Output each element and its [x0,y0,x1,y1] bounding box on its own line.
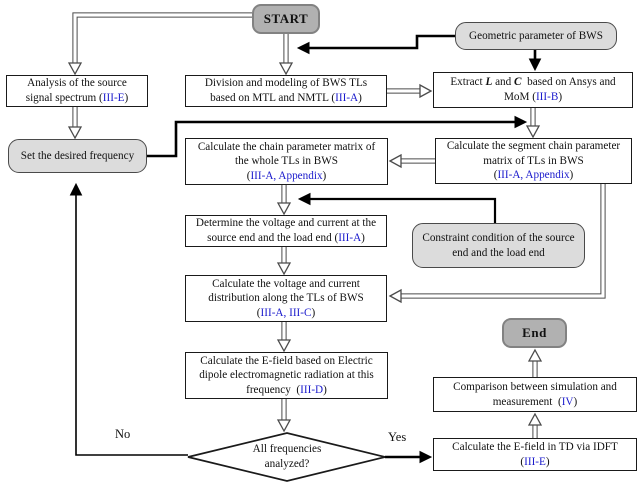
idft-text: ( [520,455,525,468]
division-text: ) [358,92,362,104]
comparison-text: measurement ( [492,395,562,408]
geometric-node: Geometric parameter of BWS [455,22,617,50]
segment-text: matrix of TLs in BWS [483,154,584,167]
extract-text: and [492,76,515,89]
decision-diamond [187,432,386,482]
chain-text: III-A, Appendix [250,169,323,182]
chain-text: Calculate the chain parameter matrix of [197,140,376,153]
efield_freq-text: dipole electromagnetic radiation at this [199,369,374,382]
constraint-text: Constraint condition of the source [422,231,575,244]
arrow-chain-to-determine [276,185,292,216]
efield-freq-node: Calculate the E-field based on Electric d… [185,352,388,399]
arrow-comparison-to-end [527,348,543,377]
determine-text: ) [361,232,365,244]
arrow-idft-to-comparison [527,412,543,438]
distribution-text: Calculate the voltage and current [212,277,360,290]
comparison-text: IV [561,395,574,408]
efield_freq-text: frequency ( [246,383,301,396]
geometric-text: Geometric parameter of BWS [469,29,603,42]
arrow-analysis-to-setfreq [67,107,83,140]
set_freq-text: Set the desired frequency [20,149,135,162]
comparison-text: Comparison between simulation and [453,380,617,393]
distribution-text: ) [311,306,316,319]
idft-text: ) [545,455,550,468]
analysis-text: ) [124,92,129,104]
no-label: No [115,427,131,441]
comparison-text: ) [573,395,578,408]
distribution-text: ( [256,306,261,319]
segment-text: ( [493,169,498,182]
distribution-text: distribution along the TLs of BWS [208,292,364,305]
arrow-constraint-to-junction [297,192,497,223]
extract-text: III-B [535,91,559,103]
set-freq-node: Set the desired frequency [8,139,147,173]
extract-text: based on Ansys and [521,76,616,89]
start-node: START [252,4,320,34]
extract-text: Extract [450,76,486,89]
determine-text: source end and the load end ( [207,232,339,244]
idft-text: III-E [524,455,546,468]
determine-text: Determine the voltage and current at the [195,217,377,230]
arrow-distribution-to-efield [276,322,292,353]
idft-node: Calculate the E-field in TD via IDFT (III… [433,438,637,471]
arrow-segment-to-distribution [388,184,606,304]
decision-text: All frequencies [252,442,322,455]
distribution-text: III-A, III-C [260,306,312,319]
arrow-division-to-extract [387,83,433,99]
segment-text: III-A, Appendix [497,169,570,182]
arrow-geometric-to-extract [528,50,542,72]
constraint-text: end and the load end [452,246,545,259]
efield_freq-text: III-D [300,383,324,396]
arrow-decision-yes-to-idft [385,450,433,464]
analysis-text: III-E [102,92,125,104]
segment-text: ) [569,169,574,182]
analysis-text: Analysis of the source [27,77,127,90]
arrow-decision-no-to-setfreq [69,182,188,456]
segment-text: Calculate the segment chain parameter [446,140,621,153]
extract-text: ) [558,91,563,103]
arrow-efield-to-decision [276,399,292,433]
arrow-geometric-to-junction [296,34,455,55]
determine-text: III-A [338,232,362,244]
efield_freq-text: ) [323,383,327,396]
arrow-determine-to-distribution [276,247,292,276]
analysis-text: signal spectrum ( [25,92,103,104]
arrow-start-to-analysis [67,12,252,76]
arrow-extract-to-segment [525,108,541,139]
division-node: Division and modeling of BWS TLs based on… [185,75,387,107]
yes-label: Yes [388,430,407,444]
constraint-node: Constraint condition of the source end an… [412,223,585,268]
start-text: START [263,10,309,26]
end-node: End [502,318,567,348]
division-text: Division and modeling of BWS TLs [204,77,368,90]
determine-node: Determine the voltage and current at the… [185,215,387,247]
division-text: based on MTL and NMTL ( [210,92,336,104]
extract-text: C [514,76,522,89]
distribution-node: Calculate the voltage and current distrib… [185,275,387,322]
end-text: End [522,324,547,340]
chain-node: Calculate the chain parameter matrix of t… [185,138,388,185]
arrow-segment-to-chain [388,153,435,169]
efield_freq-text: Calculate the E-field based on Electric [200,354,373,367]
chain-text: ) [322,169,327,182]
arrow-start-to-division [278,34,294,76]
chain-text: ( [246,169,251,182]
decision-node: All frequencies analyzed? [207,440,367,473]
arrow-setfreq-to-junction [147,115,528,158]
extract-text: MoM ( [503,91,536,103]
extract-text: L [485,76,493,89]
idft-text: Calculate the E-field in TD via IDFT [452,440,618,453]
analysis-node: Analysis of the source signal spectrum (I… [6,75,148,107]
division-text: III-A [335,92,359,104]
chain-text: the whole TLs in BWS [235,155,338,168]
comparison-node: Comparison between simulation and measure… [433,377,637,412]
decision-text: analyzed? [264,457,310,470]
